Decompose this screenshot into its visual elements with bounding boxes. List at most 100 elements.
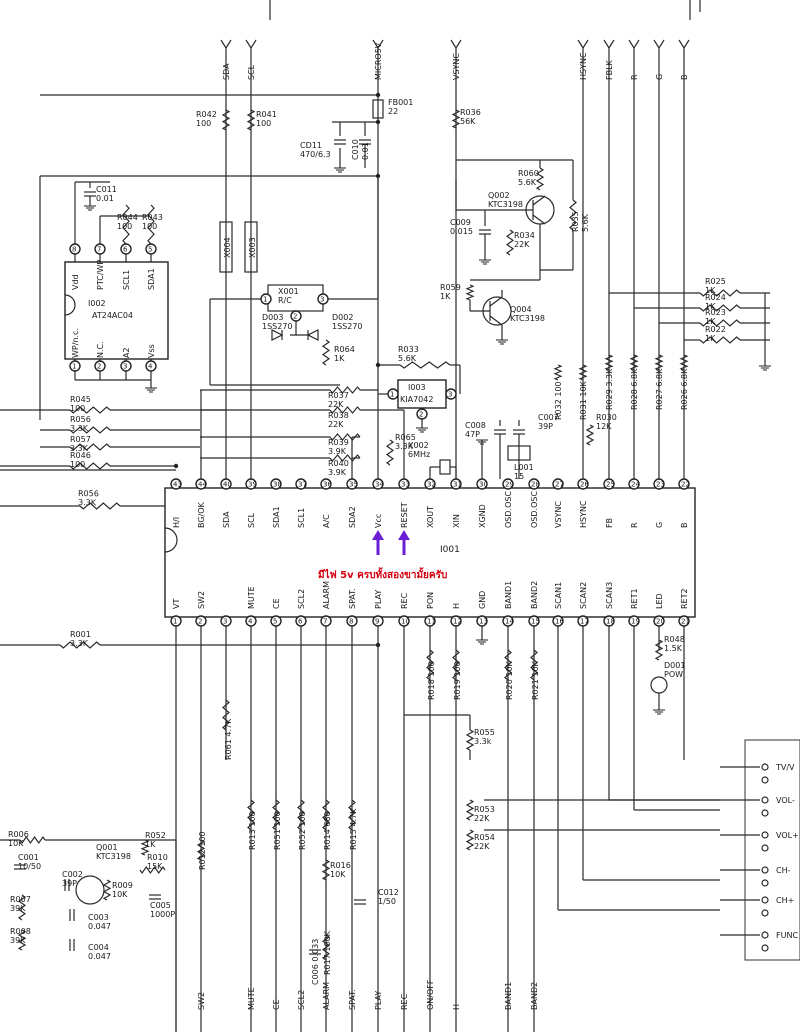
ic-pin: [372, 615, 384, 627]
crystal-x004: [219, 221, 233, 273]
component-value: 1K: [705, 317, 716, 326]
wire: [653, 39, 665, 50]
component-label: R028 6.8K: [630, 368, 639, 410]
pin-number: 21: [681, 618, 690, 626]
resistor: [578, 364, 588, 381]
component-label: R019 100: [453, 661, 462, 700]
switch-contact: [761, 809, 769, 817]
pin-number: 2: [97, 363, 101, 371]
ic-pin: [552, 478, 564, 490]
ferrite-bead: [372, 99, 384, 119]
resistor: [699, 304, 741, 312]
wire: [532, 195, 546, 206]
component-value: 3.9K: [328, 468, 347, 477]
component-label: R014 680: [323, 811, 332, 850]
component-value: R/C: [278, 296, 292, 305]
ic-pin-label: SDA2: [348, 506, 357, 528]
pin-number: 29: [505, 481, 514, 489]
pin-number: 18: [606, 618, 615, 626]
ic-pin: [295, 478, 307, 490]
component-ref: D002: [332, 313, 353, 322]
ic-pin-label: RET1: [630, 588, 639, 609]
component-label: R012 100: [198, 831, 207, 870]
resistor: [69, 443, 111, 451]
ic-pin-label: VSYNC: [554, 501, 563, 528]
ic-pin: [320, 615, 332, 627]
component-value: 1K: [145, 840, 156, 849]
pin-number: 27: [555, 481, 564, 489]
ic-pin: [245, 478, 257, 490]
ic-pin-label: SDA1: [272, 506, 281, 528]
component-value: 3.3K: [70, 444, 89, 453]
wire: [450, 39, 462, 50]
pin-number: 14: [505, 618, 514, 626]
ic-pin: [450, 478, 462, 490]
ic-pin-label: A/C: [322, 514, 331, 528]
component-value: 3.3K: [70, 424, 89, 433]
ic-pin: [502, 615, 514, 627]
component-value: 10K: [112, 890, 128, 899]
eeprom-pin-label: Vss: [147, 344, 156, 358]
ic-pin: [120, 360, 132, 372]
pin-number: 32: [427, 481, 436, 489]
ic-pin-label: SCAN2: [579, 582, 588, 609]
component-ref: R046: [70, 451, 91, 460]
pin-number: 2: [293, 313, 297, 321]
ic-pin: [416, 408, 428, 420]
component-ref: C003: [88, 913, 109, 922]
component-value: 5.6K: [398, 354, 417, 363]
wire: [678, 39, 690, 50]
component-ref: C008: [465, 421, 486, 430]
ic-notch: [64, 294, 76, 316]
net-label: PLAY: [374, 991, 383, 1010]
component-ref: C004: [88, 943, 109, 952]
wire: [489, 315, 503, 326]
ic-pin-label: OSD.OSC: [530, 491, 539, 528]
component-ref: R035: [571, 211, 580, 232]
resistor: [465, 829, 475, 851]
component-value: 1K: [705, 334, 716, 343]
component-value: 22K: [328, 400, 344, 409]
component-label: R027 6.8K: [655, 368, 664, 410]
ic-pin: [653, 478, 665, 490]
component-ref: R059: [440, 283, 461, 292]
component-label: R052 100: [298, 811, 307, 850]
resistor: [569, 199, 577, 231]
key-label: TV/V: [775, 763, 795, 772]
pin-number: 9: [375, 618, 379, 626]
pin-number: 43: [173, 481, 182, 489]
bus-label: SCL: [247, 64, 256, 80]
pin-number: 15: [531, 618, 540, 626]
key-label: CH-: [776, 866, 791, 875]
pin-number: 24: [631, 481, 640, 489]
pin-number: 4: [248, 618, 253, 626]
component-ref: C005: [150, 901, 171, 910]
component-ref: R053: [474, 805, 495, 814]
ic-pin: [94, 360, 106, 372]
component-value: 470/6.3: [300, 150, 331, 159]
ic-pin-label: RET2: [680, 588, 689, 609]
component-value: 10K: [330, 870, 346, 879]
wire: [532, 214, 546, 225]
ic-pin-label: ALARM: [322, 581, 331, 609]
ic-pin-label: MUTE: [247, 586, 256, 609]
component-ref: R044: [117, 213, 138, 222]
ic-pin: [577, 615, 589, 627]
resistor: [465, 799, 475, 821]
ic-pin: [290, 310, 302, 322]
component-value: 3.9K: [328, 447, 347, 456]
resistor: [69, 462, 111, 470]
component-ref: X002: [408, 441, 429, 450]
resistor: [348, 799, 356, 831]
component-value: 0.047: [88, 922, 111, 931]
bus-label: SDA: [222, 63, 231, 80]
ic-pin: [270, 615, 282, 627]
ic-pin: [678, 478, 690, 490]
component-ref: R057: [70, 435, 91, 444]
component-label: R029 3.3K: [605, 368, 614, 410]
ic-pin-label: SCL: [247, 512, 256, 528]
resistor: [530, 649, 538, 681]
ic-pin: [678, 615, 690, 627]
wire: [220, 39, 232, 50]
ic-pin: [398, 615, 410, 627]
